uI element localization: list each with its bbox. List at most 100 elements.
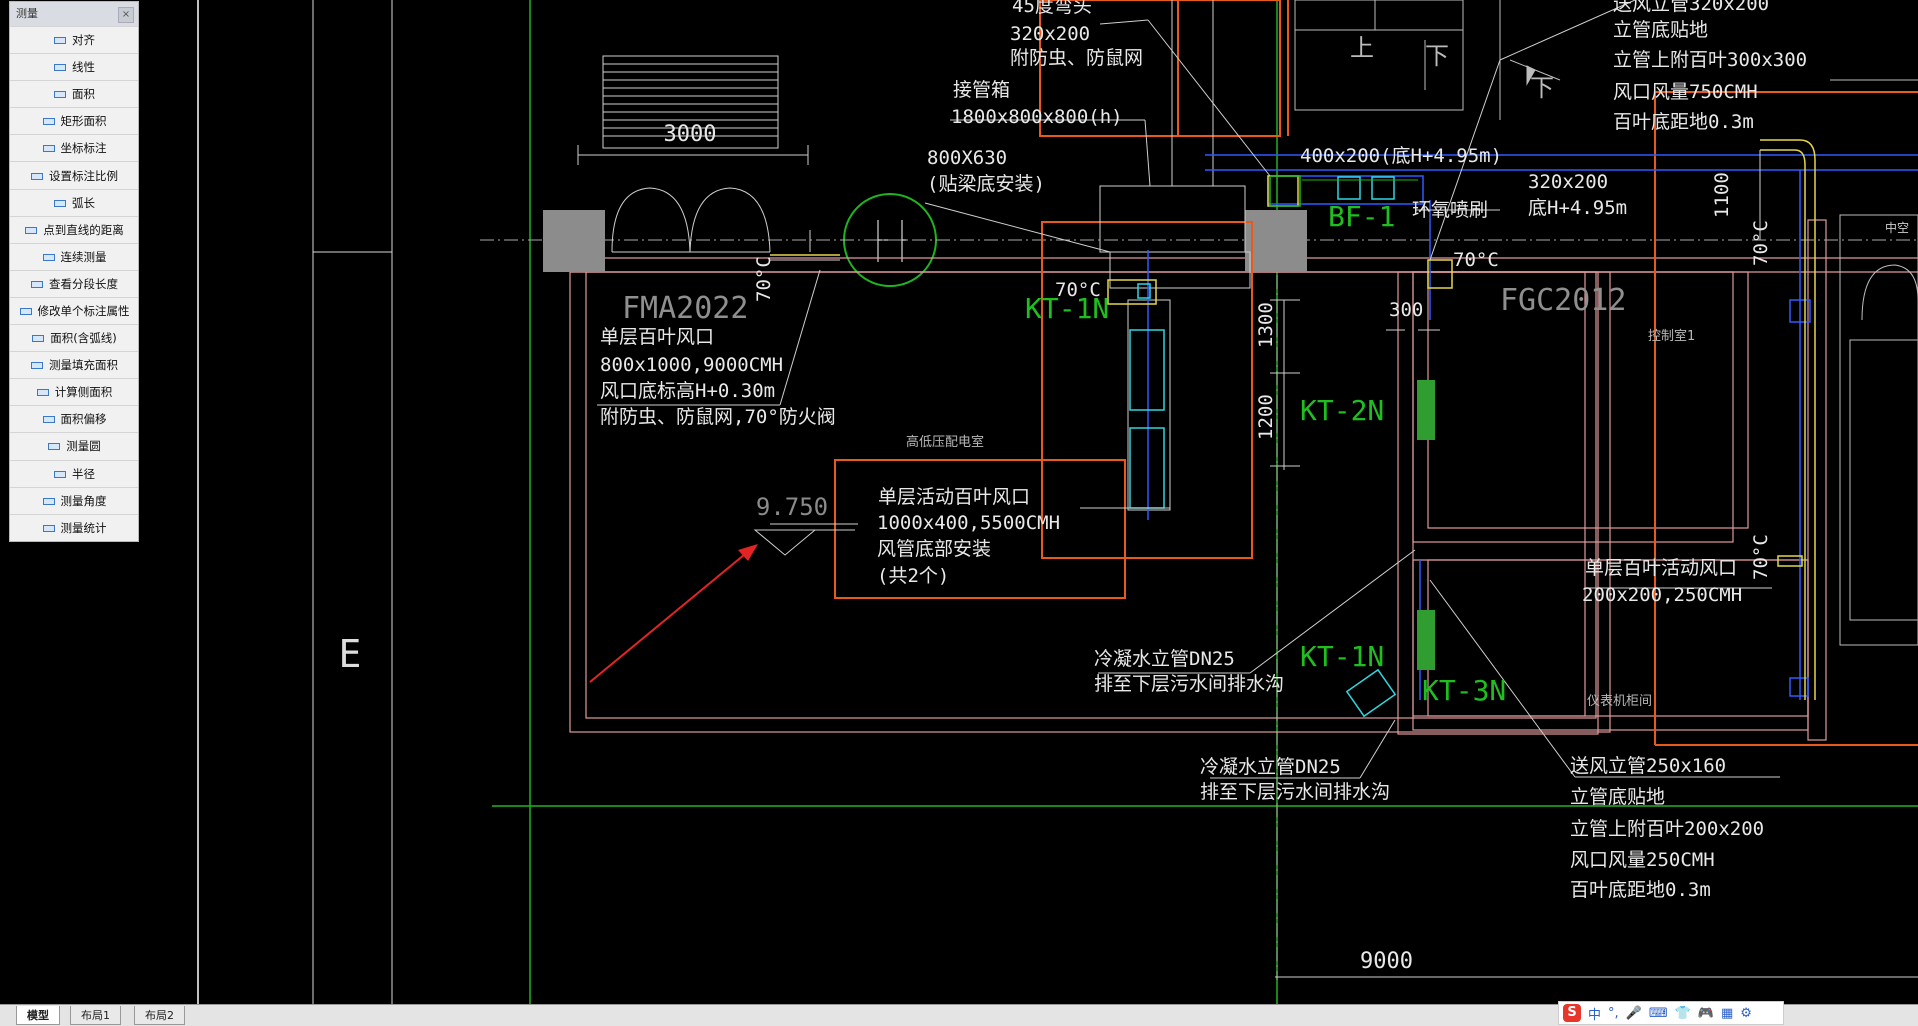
annotation-plenum: 接管箱: [953, 79, 1010, 101]
damper-temp-4: 70°C: [1750, 220, 1772, 266]
dim-1100: 1100: [1711, 172, 1733, 218]
sogou-logo-icon[interactable]: S: [1563, 1004, 1581, 1022]
damper-temp-3: 70°C: [753, 256, 775, 302]
damper-temp-2: 70°C: [1453, 249, 1499, 271]
palette-item-radius[interactable]: 半径: [10, 459, 138, 487]
annotation-condensate-2-drain: 排至下层污水间排水沟: [1200, 781, 1390, 803]
palette-item-label: 面积: [72, 87, 95, 102]
palette-item-label: 连续测量: [60, 249, 107, 264]
annotation-condensate-1: 冷凝水立管DN25: [1094, 648, 1235, 670]
room-label-hollow: 中空: [1885, 220, 1909, 235]
palette-item-label: 修改单个标注属性: [37, 303, 130, 318]
palette-item-area[interactable]: 面积: [10, 80, 138, 107]
palette-item-segment-length[interactable]: 查看分段长度: [10, 269, 138, 297]
palette-item-circle[interactable]: 测量圆: [10, 432, 138, 459]
annotation-louvre-type: 单层百叶风口: [600, 326, 714, 348]
palette-item-scale[interactable]: 设置标注比例: [10, 161, 138, 188]
palette-item-arc-area[interactable]: 面积(含弧线): [10, 324, 138, 351]
unit-tag-kt1n-lower: KT-1N: [1300, 640, 1384, 673]
unit-tag-bf1: BF-1: [1328, 200, 1395, 233]
room-label-hv: 高低压配电室: [906, 434, 984, 450]
palette-item-coordinate[interactable]: 坐标标注: [10, 134, 138, 161]
palette-close-button[interactable]: ×: [118, 7, 134, 23]
palette-item-linear-dimension[interactable]: 线性: [10, 53, 138, 80]
palette-item-label: 测量填充面积: [49, 358, 118, 373]
palette-item-point-line-distance[interactable]: 点到直线的距离: [10, 215, 138, 243]
palette-item-edit-dimension[interactable]: 修改单个标注属性: [10, 296, 138, 324]
annotation-riser-flow: 风口风量750CMH: [1613, 81, 1758, 103]
palette-item-label: 计算侧面积: [54, 385, 113, 400]
annotation-grille-type: 单层活动百叶风口: [878, 486, 1030, 508]
tab-layout2[interactable]: 布局2: [134, 1006, 185, 1025]
annotation-duct-size: 800X630: [927, 147, 1007, 169]
tab-model[interactable]: 模型: [16, 1006, 60, 1025]
drawing-annotations: 45度弯头 320x200 附防虫、防鼠网 接管箱 1800x800x800(h…: [600, 0, 1807, 974]
svg-text:下: 下: [1425, 42, 1449, 70]
layout-tabs: 模型 布局1 布局2: [0, 1004, 1918, 1026]
annotation-exhaust: 环氧喷刷: [1412, 199, 1488, 221]
arc-length-icon: [53, 197, 67, 209]
palette-item-arc-length[interactable]: 弧长: [10, 188, 138, 216]
side-area-icon: [36, 386, 50, 398]
floor-plan-drawing: E 3000: [197, 0, 1918, 1004]
ime-toolbox-icon[interactable]: ▦: [1720, 1005, 1734, 1021]
continuous-measure-icon: [42, 251, 56, 263]
area-icon: [53, 88, 67, 100]
room-tag-fma: FMA2022: [622, 291, 748, 326]
annotation-grille-count: (共2个): [877, 565, 949, 587]
annotation-riser-bottom-flow: 风口风量250CMH: [1570, 849, 1715, 871]
room-label-meter: 仪表机柜间: [1587, 694, 1652, 709]
ime-toolbar: S 中 °, 🎤 ⌨ 👕 🎮 ▦ ⚙: [1558, 1001, 1784, 1025]
annotation-elbow-size: 320x200: [1010, 23, 1090, 45]
dim-1200: 1200: [1255, 394, 1277, 440]
linear-dimension-icon: [53, 61, 67, 73]
palette-item-rectangle-area[interactable]: 矩形面积: [10, 107, 138, 134]
segment-length-icon: [30, 278, 44, 290]
palette-item-statistics[interactable]: 测量统计: [10, 513, 138, 541]
annotation-riser-bottom-height: 百叶底距地0.3m: [1570, 879, 1711, 901]
ime-voice-icon[interactable]: 🎤: [1625, 1005, 1642, 1021]
dim-1300: 1300: [1255, 302, 1277, 348]
ime-keyboard-icon[interactable]: ⌨: [1648, 1005, 1668, 1021]
tab-layout1[interactable]: 布局1: [70, 1006, 121, 1025]
annotation-riser-bottom-floor: 立管底贴地: [1570, 786, 1665, 808]
axis-label-e: E: [339, 632, 362, 676]
annotation-louvre-damper: 附防虫、防鼠网,70°防火阀: [600, 406, 836, 428]
dim-300: 300: [1389, 299, 1423, 321]
cad-drawing-canvas[interactable]: E 3000: [0, 0, 1918, 1004]
palette-item-label: 坐标标注: [60, 141, 107, 156]
palette-item-label: 弧长: [72, 195, 95, 210]
palette-item-label: 半径: [72, 466, 95, 481]
palette-item-hatch-area[interactable]: 测量填充面积: [10, 351, 138, 378]
ime-punctuation-icon[interactable]: °,: [1608, 1005, 1619, 1021]
ime-mode-toggle[interactable]: 中: [1588, 1007, 1602, 1023]
dim-9000: 9000: [1360, 949, 1413, 974]
palette-item-label: 点到直线的距离: [43, 222, 124, 237]
statistics-icon: [42, 522, 56, 534]
annotation-elbow-screen: 附防虫、防鼠网: [1010, 47, 1143, 69]
palette-item-align[interactable]: 对齐: [10, 26, 138, 53]
palette-item-label: 矩形面积: [60, 114, 107, 129]
elevation-mark: 9.750: [756, 493, 828, 521]
palette-item-angle[interactable]: 测量角度: [10, 486, 138, 514]
annotation-duct-install: (贴梁底安装): [927, 173, 1045, 195]
ime-skin-icon[interactable]: 👕: [1674, 1005, 1691, 1021]
rectangle-area-icon: [42, 115, 56, 127]
annotation-condensate-2: 冷凝水立管DN25: [1200, 756, 1341, 778]
annotation-grille-install: 风管底部安装: [877, 538, 991, 560]
arc-area-icon: [31, 332, 45, 344]
palette-item-label: 测量圆: [66, 439, 101, 454]
palette-item-label: 线性: [72, 60, 95, 75]
annotation-riser-height: 百叶底距地0.3m: [1613, 111, 1754, 133]
palette-item-area-offset[interactable]: 面积偏移: [10, 405, 138, 432]
measure-palette: 测量 × 对齐线性面积矩形面积坐标标注设置标注比例弧长点到直线的距离连续测量查看…: [9, 1, 139, 542]
edit-dimension-icon: [19, 305, 33, 317]
ime-game-icon[interactable]: 🎮: [1697, 1005, 1714, 1021]
palette-title-bar[interactable]: 测量 ×: [10, 2, 138, 26]
palette-item-continuous-measure[interactable]: 连续测量: [10, 242, 138, 270]
palette-item-label: 设置标注比例: [49, 168, 118, 183]
palette-item-side-area[interactable]: 计算侧面积: [10, 378, 138, 405]
ime-settings-icon[interactable]: ⚙: [1740, 1005, 1752, 1021]
palette-item-label: 查看分段长度: [49, 276, 118, 291]
room-tag-fgc: FGC2012: [1500, 283, 1626, 318]
